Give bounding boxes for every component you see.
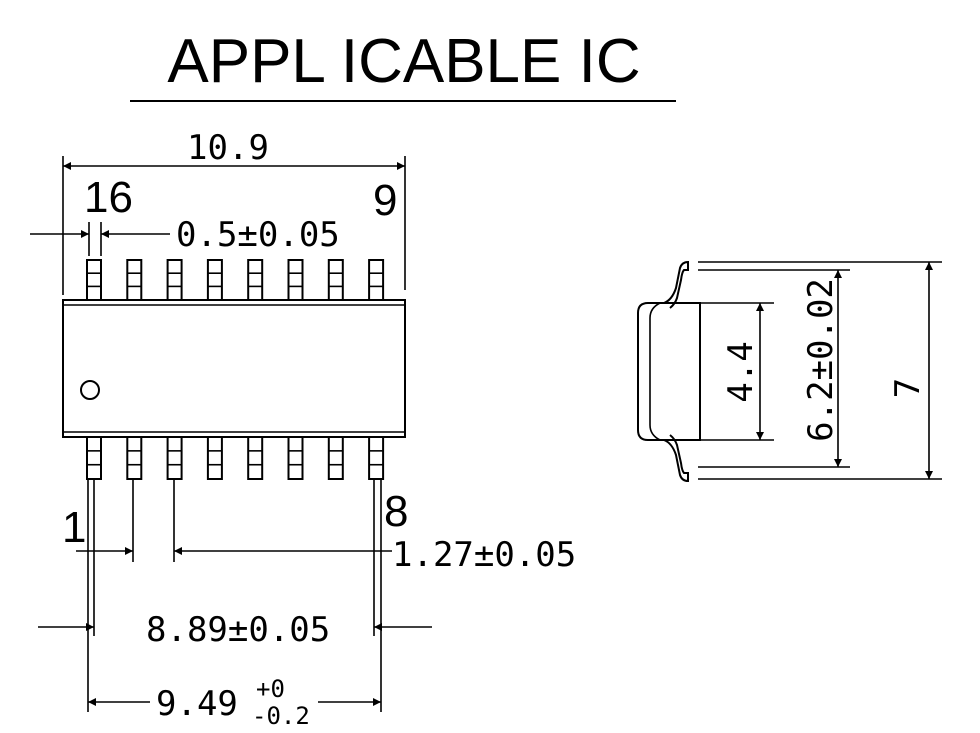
bottom-pin: [327, 436, 344, 480]
pin-label-16: 16: [84, 173, 133, 222]
pin1-marker: [80, 380, 100, 400]
drawing-title: APPL ICABLE IC: [167, 27, 640, 96]
bottom-pin: [126, 436, 143, 480]
dim-text-pin-span: 8.89±0.05: [146, 610, 330, 650]
top-pin-row: [86, 259, 385, 301]
top-pin: [287, 259, 304, 301]
top-pin: [247, 259, 264, 301]
dim-text-pin-width: 0.5±0.05: [176, 215, 340, 255]
dim-text-body-length-tol-plus: +0: [256, 675, 285, 703]
side-lead-top: [663, 260, 689, 309]
top-pin: [368, 259, 385, 301]
top-pin: [86, 259, 102, 301]
dim-text-body-width: 4.4: [721, 341, 761, 402]
bottom-pin: [166, 436, 183, 480]
top-pin: [126, 259, 143, 301]
bottom-pin: [206, 436, 223, 480]
dim-text-body-length: 9.49: [156, 684, 238, 724]
bottom-pin: [86, 436, 102, 480]
top-view: 10.9 16 9 1 8 0.5±0.05 1.27±0.05: [30, 128, 576, 730]
side-body-inner: [649, 302, 661, 441]
side-lead-bottom: [663, 434, 689, 483]
dim-text-lead-span: 6.2±0.02: [801, 278, 841, 442]
top-pin: [206, 259, 223, 301]
bottom-pin-row: [86, 436, 385, 480]
pin-label-1: 1: [62, 503, 86, 552]
ic-body: [62, 299, 406, 438]
bottom-pin: [247, 436, 264, 480]
dim-text-body-length-tol-minus: -0.2: [252, 702, 310, 730]
dim-text-pin-pitch: 1.27±0.05: [392, 535, 576, 575]
dim-text-overall-length: 10.9: [187, 128, 269, 168]
side-view: 4.4 6.2±0.02 7: [637, 260, 942, 483]
dim-text-overall: 7: [888, 378, 928, 398]
top-pin: [166, 259, 183, 301]
pin-label-8: 8: [384, 487, 408, 536]
bottom-pin: [368, 436, 385, 480]
side-body: [637, 302, 701, 441]
bottom-pin: [287, 436, 304, 480]
pin-label-9: 9: [373, 176, 397, 225]
top-pin: [327, 259, 344, 301]
